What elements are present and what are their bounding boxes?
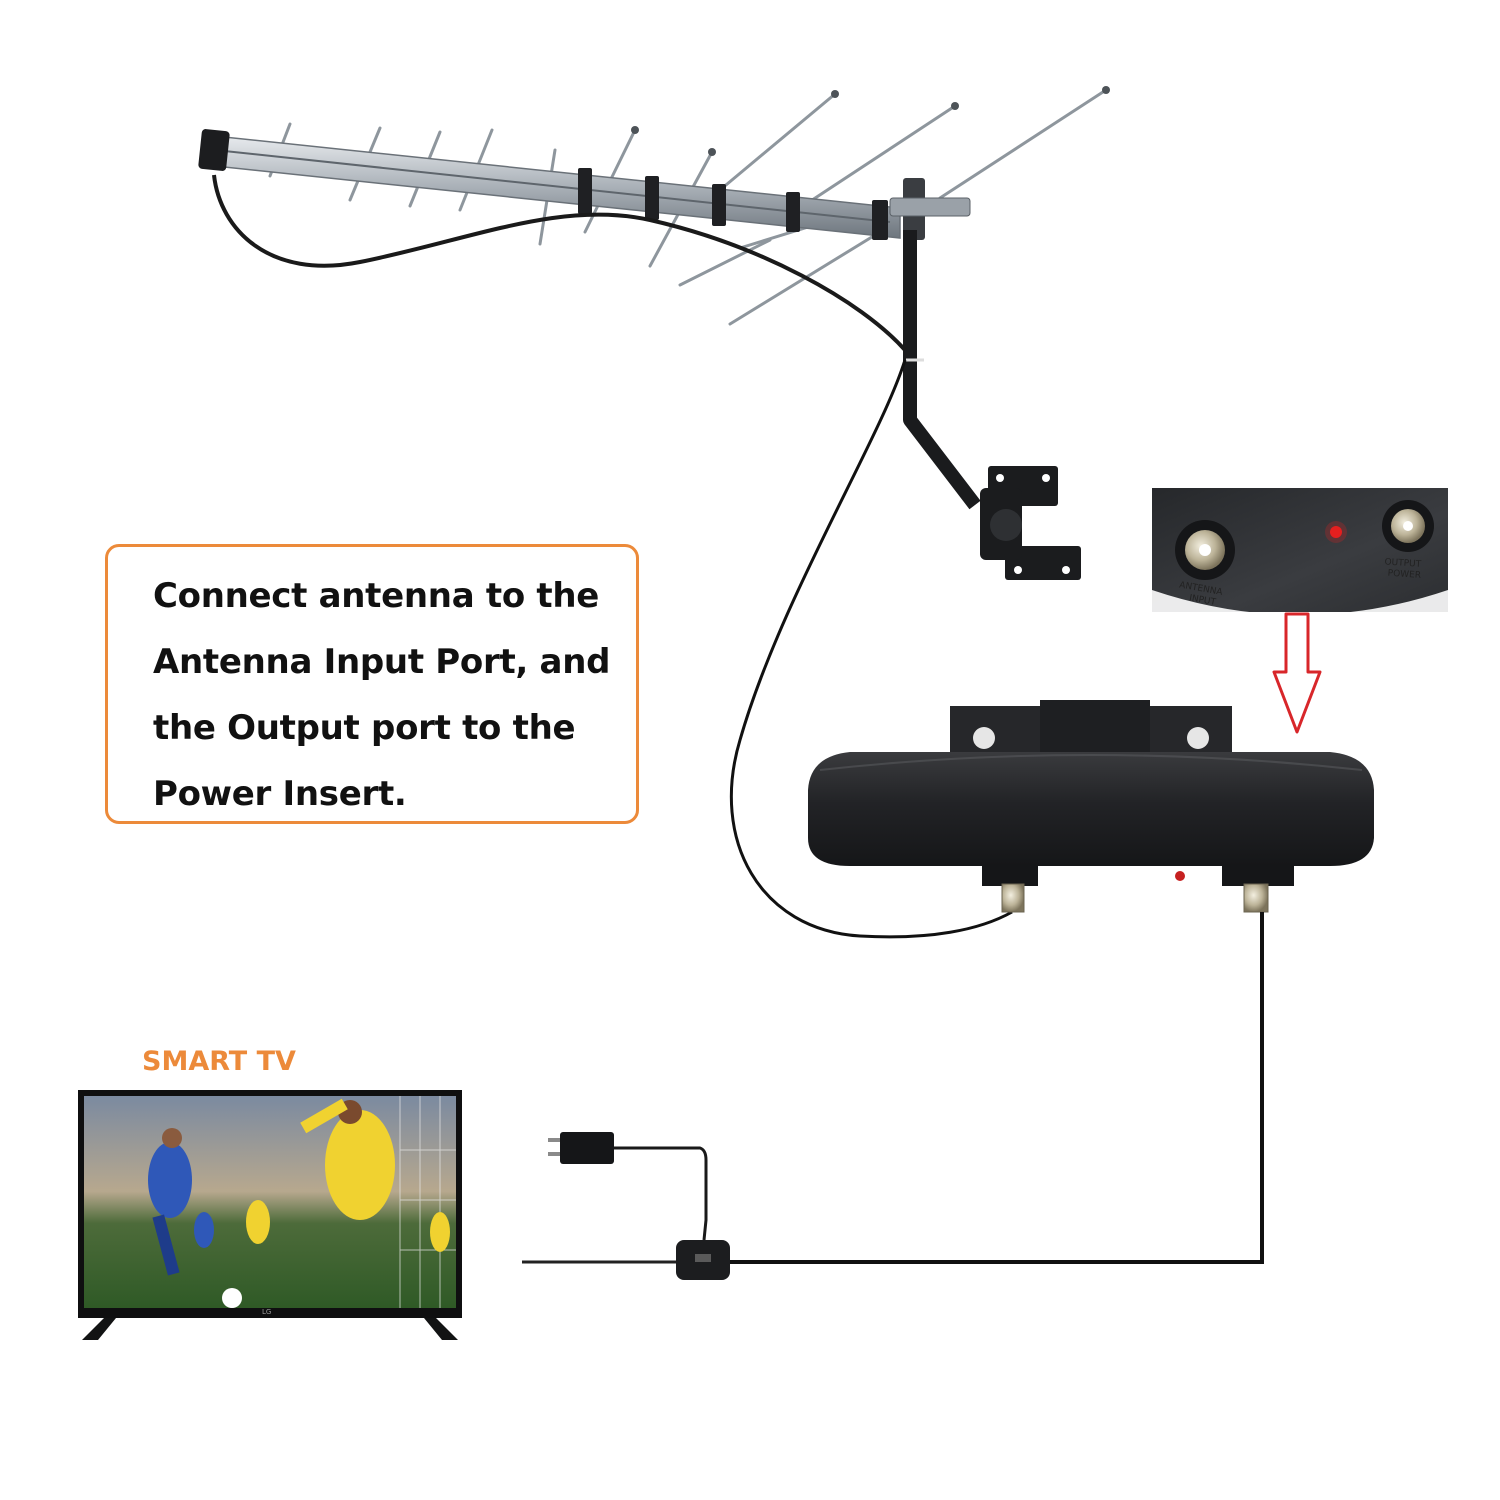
instruction-line-3: the Output port to the — [153, 708, 576, 748]
instruction-callout: Connect antenna to the Antenna Input Por… — [105, 544, 639, 824]
antenna-input-label-2: INPUT — [1188, 593, 1217, 608]
output-power-label-2: POWER — [1387, 569, 1421, 581]
output-coax-cable — [722, 912, 1264, 1264]
tv-icon: LG — [78, 1090, 462, 1340]
power-inserter-icon — [676, 1240, 730, 1280]
amplifier-icon — [808, 700, 1374, 913]
tv-brand-logo: LG — [262, 1308, 271, 1316]
output-power-label: OUTPUT — [1384, 557, 1422, 570]
port-closeup-photo: ANTENNA INPUT OUTPUT POWER — [1150, 488, 1448, 615]
instruction-line-2: Antenna Input Port, and — [153, 642, 611, 682]
power-adapter-icon — [548, 1132, 708, 1241]
down-arrow-icon — [1272, 612, 1322, 734]
instruction-line-1: Connect antenna to the — [153, 576, 600, 616]
smart-tv-label: SMART TV — [142, 1046, 296, 1077]
instruction-line-4: Power Insert. — [153, 774, 407, 814]
antenna-coax-cable — [730, 359, 1013, 939]
antenna-icon — [198, 86, 1110, 580]
